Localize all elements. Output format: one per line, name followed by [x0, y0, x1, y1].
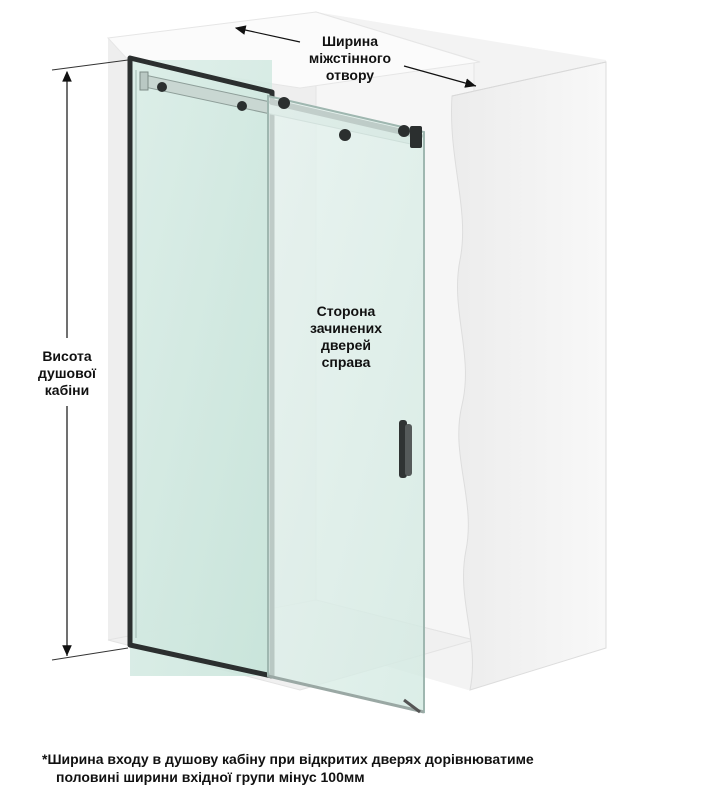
footnote: *Ширина входу в душову кабіну при відкри… — [42, 750, 712, 786]
arrow-icon — [51, 25, 477, 661]
cabin-height-line: Висота — [42, 348, 92, 364]
right-wall — [451, 61, 607, 691]
cabin-height-line: кабіни — [44, 382, 90, 398]
door-handle-icon — [399, 420, 412, 478]
footnote-line-1: *Ширина входу в душову кабіну при відкри… — [42, 751, 534, 767]
cabin-height-label: Висота душової кабіни — [22, 348, 112, 399]
closing-side-line: справа — [321, 354, 371, 370]
cabin-height-line: душової — [38, 365, 96, 381]
footnote-line-2: половині ширини вхідної групи мінус 100м… — [56, 769, 365, 785]
fixed-glass-panel — [127, 55, 275, 679]
closing-side-line: зачинених — [309, 320, 383, 336]
opening-width-line: міжстінного — [308, 50, 392, 66]
opening-width-line: отвору — [325, 67, 375, 83]
closing-side-line: дверей — [320, 337, 372, 353]
roller-icon — [157, 82, 422, 148]
closing-side-line: Сторона — [316, 303, 376, 319]
sliding-glass-door — [267, 94, 425, 714]
opening-width-label: Ширина міжстінного отвору — [280, 33, 420, 84]
opening-width-line: Ширина — [321, 33, 379, 49]
closing-side-label: Сторона зачинених дверей справа — [296, 303, 396, 371]
